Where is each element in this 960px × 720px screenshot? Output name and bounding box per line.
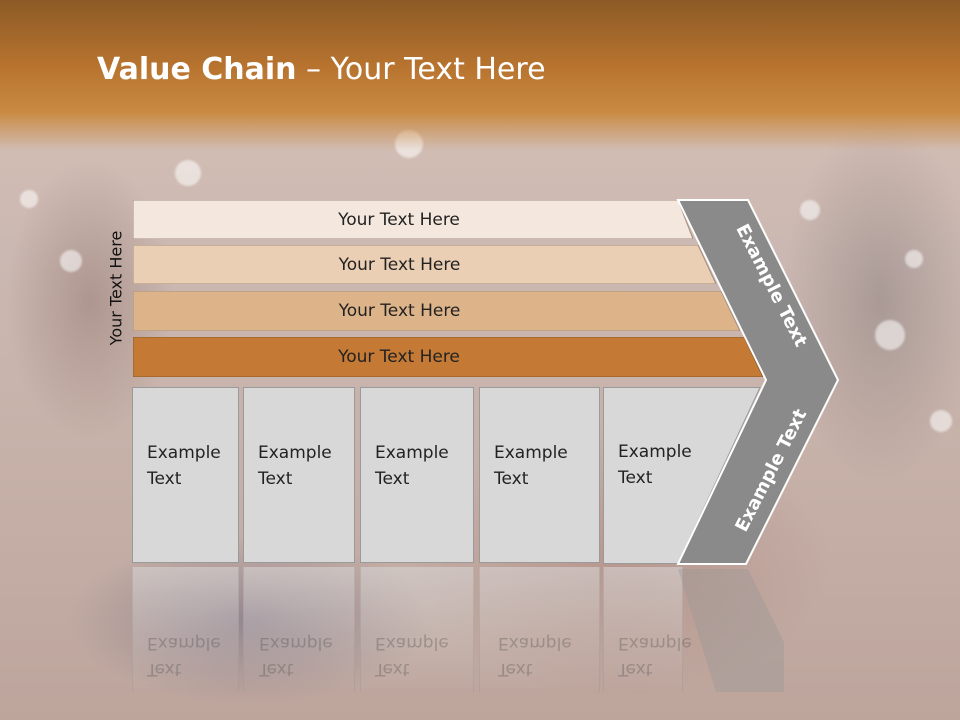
- bokeh-light: [60, 250, 82, 272]
- bokeh-light: [905, 250, 923, 268]
- bokeh-light: [875, 320, 905, 350]
- column-line-2: Text: [618, 468, 653, 488]
- column-line-2: Text: [375, 469, 410, 489]
- arrow-reflection: [678, 569, 784, 692]
- bokeh-light: [930, 410, 952, 432]
- title-rest: – Your Text Here: [296, 52, 546, 87]
- title-bold: Value Chain: [97, 52, 297, 87]
- reflection: [360, 567, 474, 692]
- bar-shape: [133, 291, 740, 331]
- support-bar-2: Your Text Here: [133, 245, 716, 284]
- side-label: Your Text Here: [100, 220, 132, 355]
- column-line-2: Text: [258, 469, 293, 489]
- column-line-1: Example: [258, 443, 332, 463]
- bokeh-light: [800, 200, 820, 220]
- primary-column-3: Example Text: [360, 387, 474, 563]
- bar-label: Your Text Here: [338, 300, 461, 321]
- bar-shape: [133, 200, 693, 239]
- primary-column-1: Example Text: [132, 387, 239, 563]
- bar-shape: [133, 337, 763, 377]
- bokeh-light: [175, 160, 201, 186]
- bokeh-light: [20, 190, 38, 208]
- title-band: [0, 0, 960, 150]
- column-line-2: Text: [147, 469, 182, 489]
- bar-label: Your Text Here: [338, 346, 460, 367]
- column-line-2: Text: [494, 469, 529, 489]
- column-line-1: Example: [147, 443, 221, 463]
- support-bar-4: Your Text Here: [133, 337, 763, 377]
- reflection: [132, 567, 239, 692]
- column-line-1: Example: [494, 443, 568, 463]
- reflection: [243, 567, 355, 692]
- primary-column-4: Example Text: [479, 387, 600, 563]
- column-line-1: Example: [618, 442, 692, 462]
- reflection: [603, 567, 683, 692]
- bar-label: Your Text Here: [338, 254, 461, 275]
- bar-shape: [133, 245, 716, 284]
- side-label-text: Your Text Here: [106, 230, 126, 345]
- slide-title: Value Chain – Your Text Here: [97, 52, 546, 87]
- support-bar-1: Your Text Here: [133, 200, 693, 239]
- reflection: [479, 567, 600, 692]
- primary-column-2: Example Text: [243, 387, 355, 563]
- bar-label: Your Text Here: [338, 209, 460, 230]
- primary-column-5: Example Text: [604, 387, 718, 491]
- support-bar-3: Your Text Here: [133, 291, 740, 331]
- margin-arrow: [676, 199, 840, 565]
- column-line-1: Example: [375, 443, 449, 463]
